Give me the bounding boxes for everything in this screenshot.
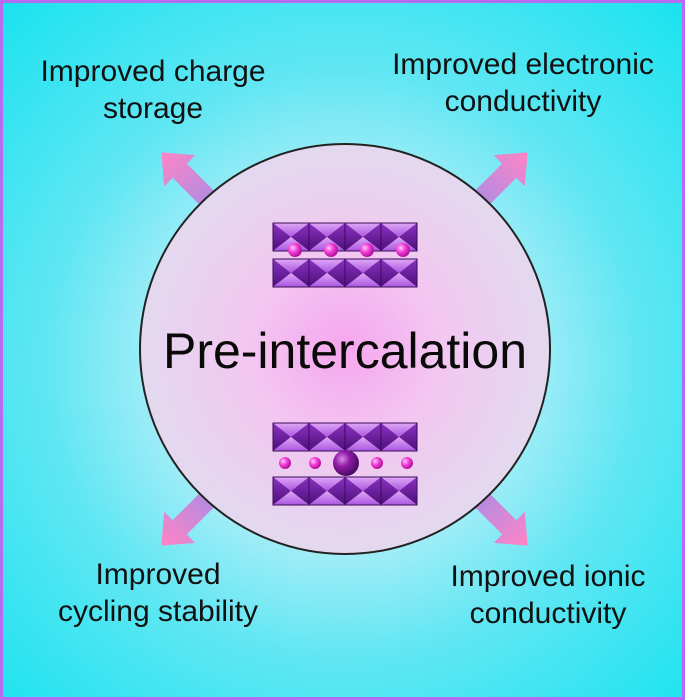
benefit-line: cycling stability (57, 595, 259, 628)
large-ion (333, 450, 359, 476)
diagram-canvas (139, 136, 551, 562)
benefit-line: conductivity (469, 597, 627, 630)
benefit-electronic-conductivity: Improved electronic conductivity (368, 46, 678, 120)
ion (396, 243, 410, 257)
benefit-cycling-stability: Improved cycling stability (33, 556, 283, 630)
ion (401, 457, 413, 469)
ion (279, 457, 291, 469)
ion (371, 457, 383, 469)
benefit-line: Improved ionic (450, 560, 646, 593)
center-circle (139, 143, 551, 555)
ion (324, 243, 338, 257)
ion (288, 243, 302, 257)
layered-structure-top (272, 222, 418, 288)
ion (360, 243, 374, 257)
benefit-line: Improved electronic (392, 48, 654, 81)
benefit-line: conductivity (444, 85, 602, 118)
benefit-line: Improved charge (40, 55, 266, 88)
benefit-charge-storage: Improved charge storage (13, 53, 293, 127)
benefit-ionic-conductivity: Improved ionic conductivity (423, 558, 673, 632)
ion (309, 457, 321, 469)
center-label: Pre-intercalation (162, 323, 528, 379)
benefit-line: Improved (95, 558, 221, 591)
benefit-line: storage (102, 92, 204, 125)
layered-structure-bottom (272, 422, 418, 506)
